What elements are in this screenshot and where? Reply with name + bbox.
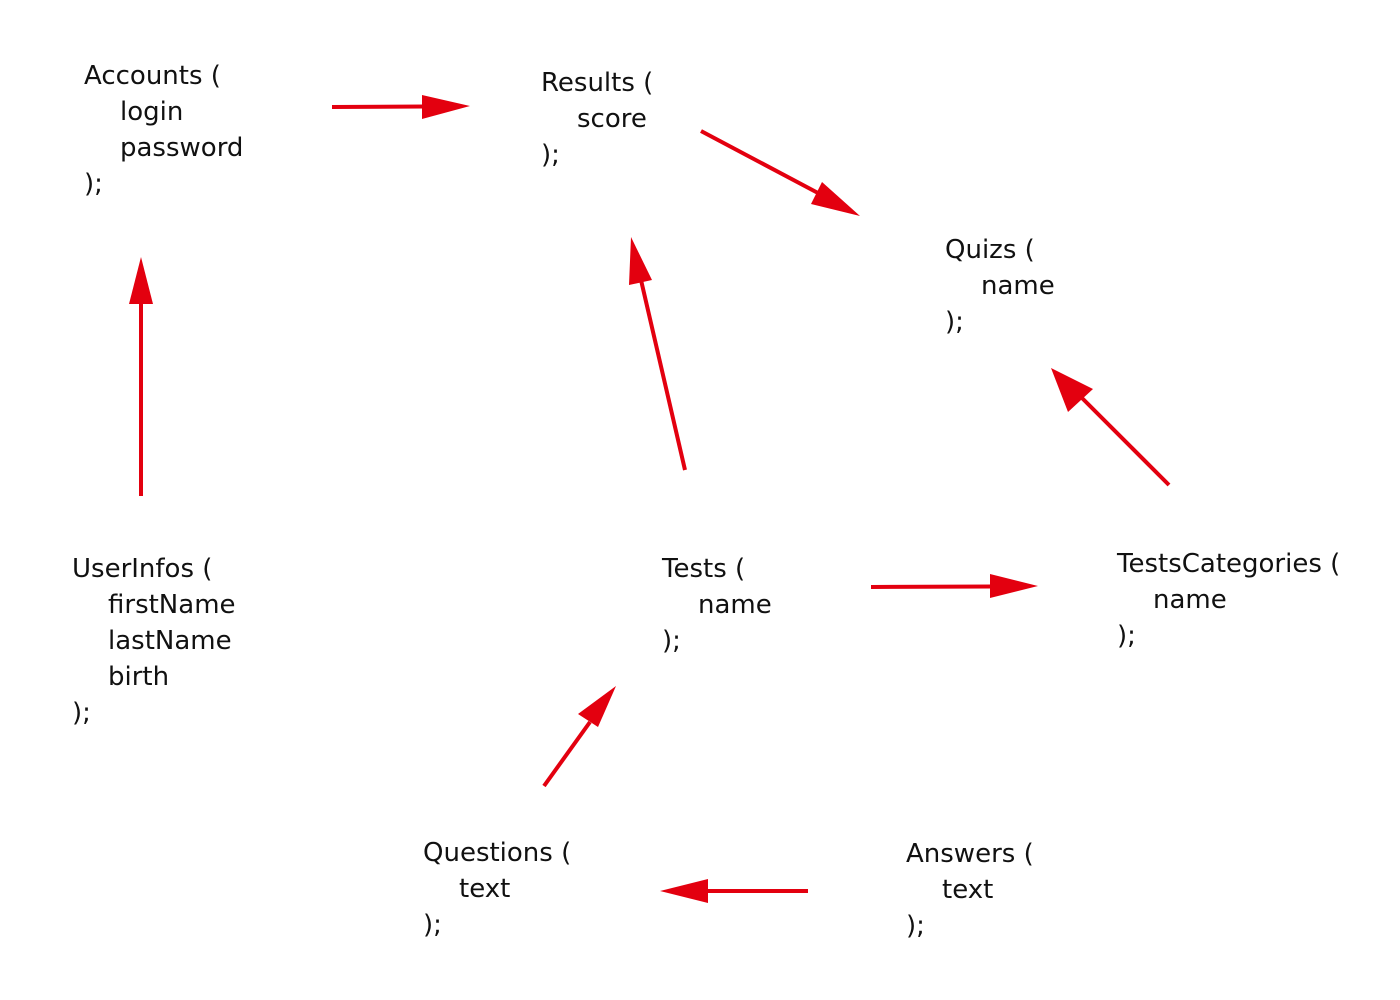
entity-userinfos: UserInfos ( firstName lastName birth ); (72, 551, 236, 731)
close-paren: ); (1117, 621, 1136, 651)
close-paren: ); (662, 626, 681, 656)
close-paren: ); (84, 169, 103, 199)
arrow-tests-to-results (629, 237, 687, 471)
field-birth: birth (108, 662, 170, 692)
open-paren: ( (202, 554, 213, 584)
arrow-userinfos-to-accounts (129, 257, 153, 496)
entity-title: Quizs (945, 235, 1017, 265)
field-score: score (577, 104, 647, 134)
close-paren: ); (423, 910, 442, 940)
entity-title: Answers (906, 839, 1016, 869)
open-paren: ( (1023, 839, 1034, 869)
open-paren: ( (1024, 235, 1035, 265)
arrow-tests-to-testscategories (870, 574, 1038, 598)
close-paren: ); (541, 140, 560, 170)
open-paren: ( (643, 68, 654, 98)
entity-testscategories: TestsCategories ( name ); (1117, 546, 1340, 654)
entity-title: Results (541, 68, 635, 98)
open-paren: ( (210, 61, 221, 91)
entity-accounts: Accounts ( login password ); (84, 58, 243, 202)
arrow-questions-to-tests (542, 686, 616, 788)
field-text: text (942, 875, 994, 905)
open-paren: ( (1330, 549, 1341, 579)
close-paren: ); (945, 307, 964, 337)
entity-title: Tests (662, 554, 727, 584)
entity-title: UserInfos (72, 554, 195, 584)
close-paren: ); (906, 911, 925, 941)
arrow-results-to-quizs (700, 129, 860, 216)
entity-title: TestsCategories (1117, 549, 1322, 579)
field-text: text (459, 874, 511, 904)
arrow-answers-to-questions (660, 879, 808, 903)
open-paren: ( (735, 554, 746, 584)
field-firstname: firstName (108, 590, 236, 620)
field-password: password (120, 133, 244, 163)
entity-questions: Questions ( text ); (423, 835, 571, 943)
entity-results: Results ( score ); (541, 65, 653, 173)
entity-answers: Answers ( text ); (906, 836, 1034, 944)
entity-tests: Tests ( name ); (662, 551, 772, 659)
entity-title: Accounts (84, 61, 203, 91)
entity-quizs: Quizs ( name ); (945, 232, 1055, 340)
field-name: name (1153, 585, 1227, 615)
open-paren: ( (561, 838, 572, 868)
field-name: name (981, 271, 1055, 301)
field-login: login (120, 97, 184, 127)
arrow-accounts-to-results (331, 95, 470, 119)
arrow-testscategories-to-quizs (1051, 368, 1171, 487)
field-name: name (698, 590, 772, 620)
field-lastname: lastName (108, 626, 232, 656)
entity-title: Questions (423, 838, 553, 868)
close-paren: ); (72, 698, 91, 728)
